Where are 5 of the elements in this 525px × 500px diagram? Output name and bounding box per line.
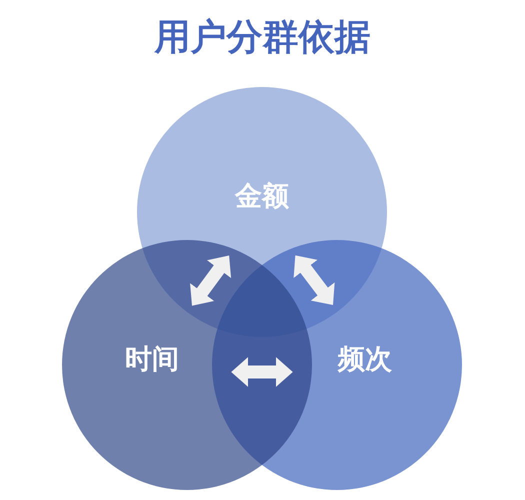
circle-label: 金额 — [235, 182, 289, 212]
title: 用户分群依据 — [154, 18, 370, 58]
circle-label: 时间 — [125, 345, 179, 375]
circle-label: 频次 — [338, 345, 392, 375]
double-arrow — [231, 357, 293, 387]
